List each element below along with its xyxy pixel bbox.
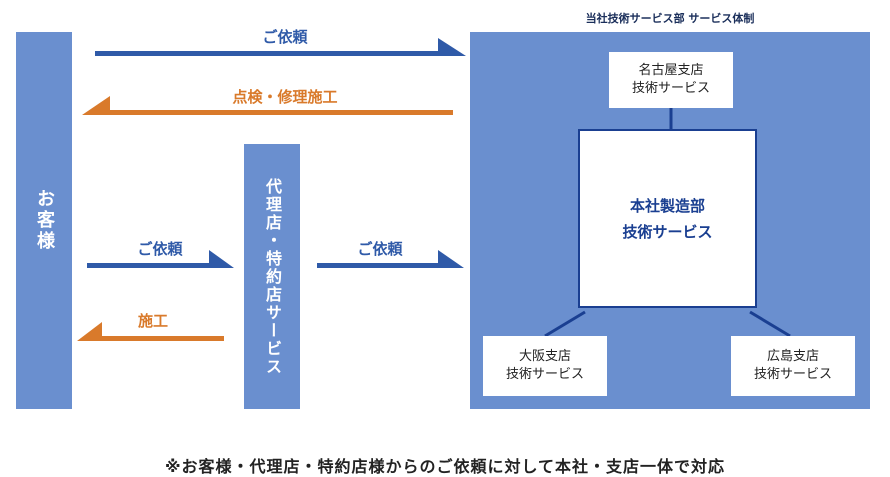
branch-hiroshima-name: 広島支店 <box>766 349 819 364</box>
label-top-request: ご依頼 <box>262 28 308 46</box>
arrow-left-construction <box>77 322 224 341</box>
label-left-request: ご依頼 <box>137 240 183 258</box>
agency-label: 代理店・特約店サービス <box>263 177 282 376</box>
label-left-construction: 施工 <box>137 312 168 330</box>
arrow-right-request <box>317 250 464 268</box>
connector-osaka <box>544 310 586 338</box>
agency-box: 代理店・特約店サービス <box>244 144 300 409</box>
customer-box: お客様 <box>16 32 72 409</box>
service-title: 当社技術サービス部 サービス体制 <box>585 12 755 25</box>
branch-osaka-name: 大阪支店 <box>518 349 571 364</box>
hq-box: 本社製造部 技術サービス <box>578 129 757 308</box>
branch-nagoya-name: 名古屋支店 <box>638 63 704 78</box>
branch-hiroshima-box: 広島支店 技術サービス <box>731 336 855 396</box>
arrow-left-request <box>87 250 234 268</box>
branch-nagoya-box: 名古屋支店 技術サービス <box>609 52 733 108</box>
connector-hiroshima <box>749 310 791 338</box>
hq-dept: 技術サービス <box>622 222 713 241</box>
label-right-request: ご依頼 <box>357 240 403 258</box>
label-top-inspection: 点検・修理施工 <box>232 88 338 106</box>
footnote: ※お客様・代理店・特約店様からのご依頼に対して本社・支店一体で対応 <box>164 457 726 476</box>
arrow-top-request <box>95 38 466 56</box>
branch-nagoya-dept: 技術サービス <box>631 81 710 96</box>
arrow-top-inspection <box>82 96 453 115</box>
branch-osaka-box: 大阪支店 技術サービス <box>483 336 607 396</box>
hq-name: 本社製造部 <box>629 196 705 215</box>
customer-label: お客様 <box>34 189 55 252</box>
branch-osaka-dept: 技術サービス <box>505 367 584 382</box>
branch-hiroshima-dept: 技術サービス <box>753 367 832 382</box>
